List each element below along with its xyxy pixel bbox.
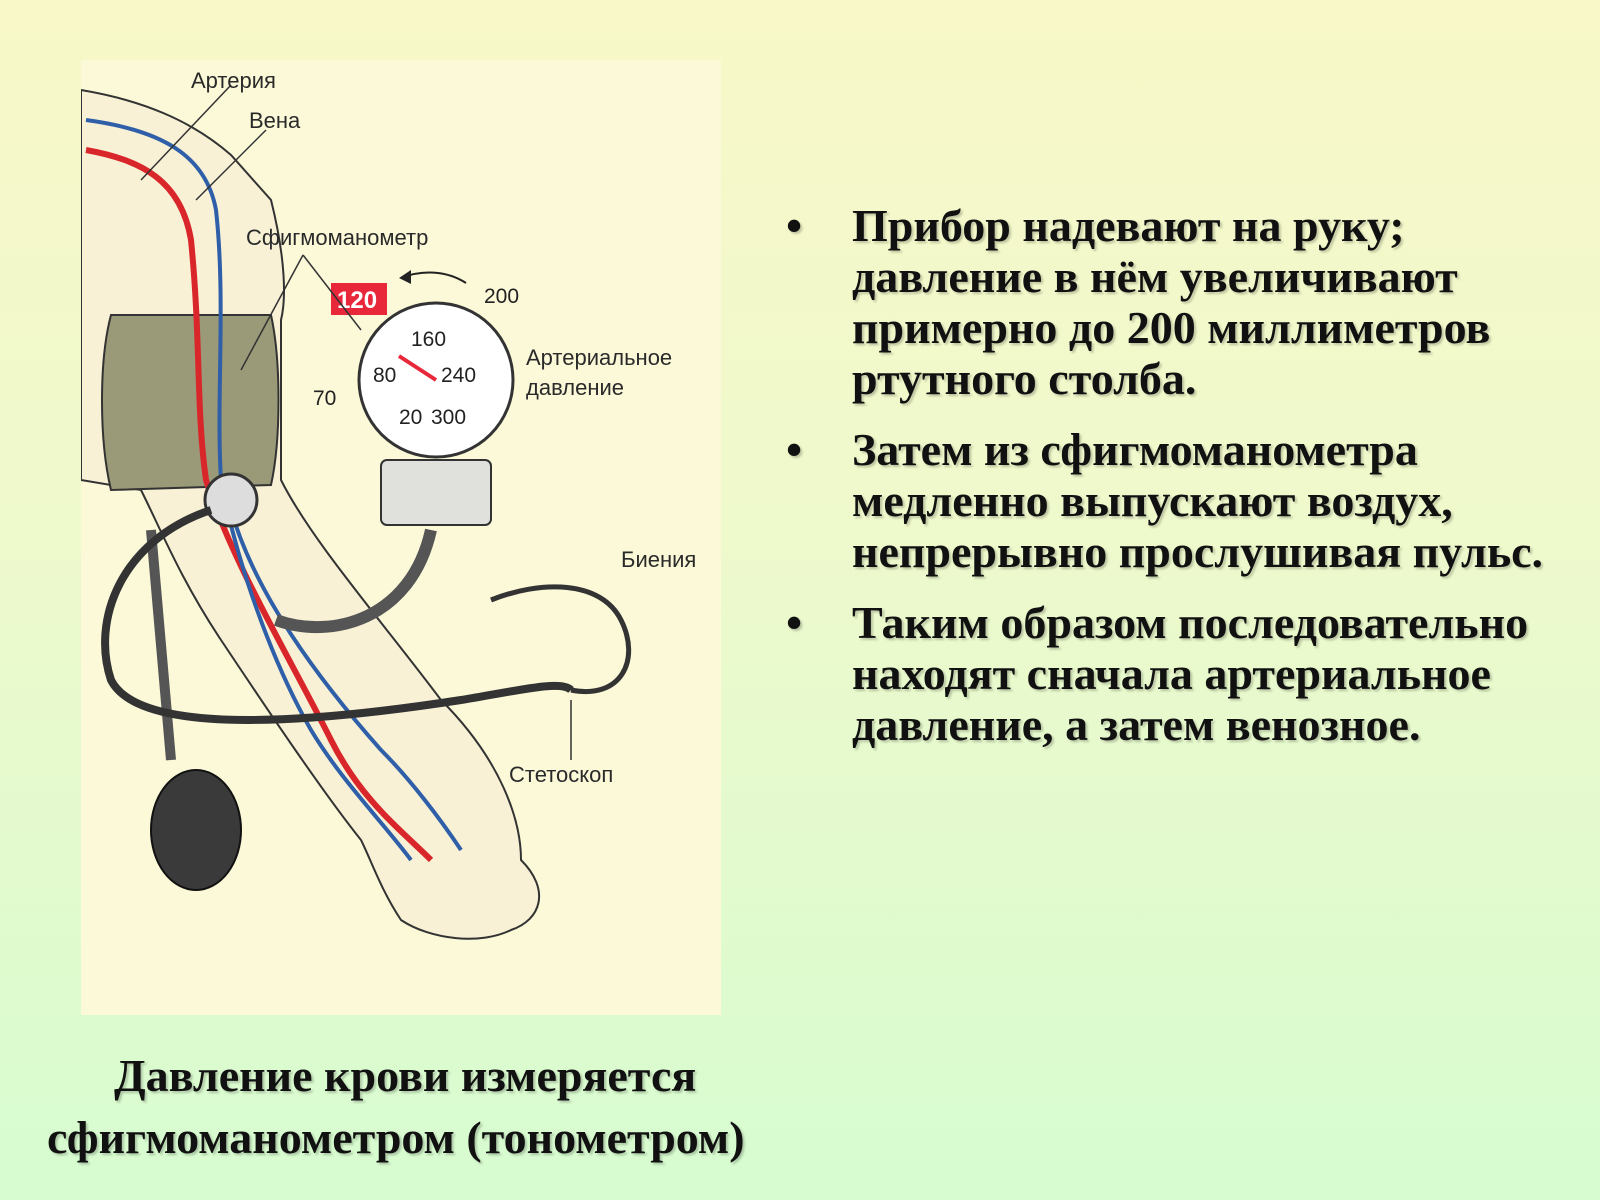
reading-arrowhead (399, 270, 411, 284)
label-artery: Артерия (191, 68, 276, 93)
bullet-text: Затем из сфигмоманометра медленно выпуск… (852, 424, 1544, 577)
bulb-tube (146, 529, 176, 761)
caption-line-1: Давление крови измеряется (114, 1050, 697, 1101)
bullet-marker: • (786, 597, 803, 648)
bullet-marker: • (786, 200, 803, 251)
artery-vessel (85, 147, 434, 863)
bullet-item: • Таким образом последовательно находят … (786, 597, 1586, 750)
gauge-outer-200: 200 (484, 285, 519, 308)
bullet-text: Прибор надевают на руку; давление в нём … (852, 200, 1491, 404)
leader-artery (140, 84, 232, 181)
label-pressure-line2: давление (526, 375, 624, 400)
bullet-item: • Прибор надевают на руку; давление в нё… (786, 200, 1586, 404)
label-sphygmomanometer: Сфигмоманометр (246, 225, 428, 250)
bullet-item: • Затем из сфигмоманометра медленно выпу… (786, 424, 1586, 577)
label-stethoscope: Стетоскоп (509, 762, 613, 787)
label-vein: Вена (249, 108, 301, 133)
gauge-scale-300: 300 (431, 406, 466, 429)
cuff (101, 314, 280, 492)
gauge-tube (273, 528, 437, 634)
vein-vessel-branch (229, 509, 463, 852)
arm-illustration: 160 80 240 20 300 120 70 200 Артерия Вен… (81, 68, 696, 940)
leader-sphyg-2 (302, 254, 362, 331)
reading-value: 120 (337, 287, 377, 314)
gauge-scale-160: 160 (411, 328, 446, 351)
gauge-outer-70: 70 (313, 387, 336, 410)
caption-line-2: сфигмоманометром (тонометром) (47, 1112, 745, 1163)
bullet-marker: • (786, 424, 803, 475)
label-beats: Биения (621, 547, 696, 572)
gauge-scale-240: 240 (441, 364, 476, 387)
leader-sphyg-1 (240, 254, 304, 371)
reading-badge (331, 283, 387, 315)
bullet-text: Таким образом последовательно находят сн… (852, 597, 1529, 750)
gauge-scale-20: 20 (399, 406, 422, 429)
stethoscope-tube (101, 506, 574, 724)
blood-pressure-diagram: 160 80 240 20 300 120 70 200 Артерия Вен… (81, 60, 721, 1015)
slide-caption: Давление крови измеряется сфигмоманометр… (30, 1045, 890, 1169)
stethoscope-head (203, 472, 259, 528)
gauge-scale-80: 80 (373, 364, 396, 387)
stethoscope-earpiece (490, 584, 632, 694)
pump-bulb (150, 769, 242, 891)
gauge-base (380, 459, 492, 526)
gauge-needle (397, 354, 438, 382)
label-pressure-line1: Артериальное (526, 345, 672, 370)
leader-vein (195, 129, 267, 201)
bullet-list: • Прибор надевают на руку; давление в нё… (786, 200, 1586, 770)
